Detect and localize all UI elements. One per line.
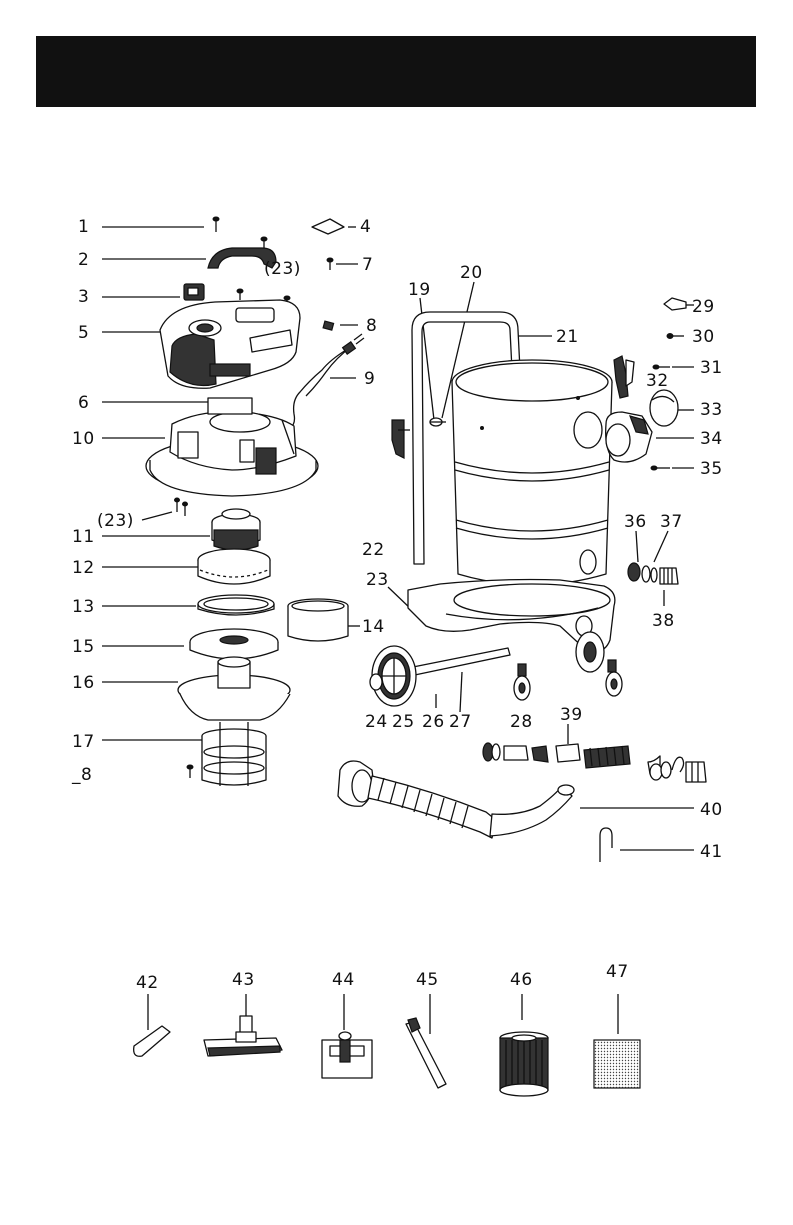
callout-21: 21 [556,327,579,347]
foam-sleeve-icon [288,599,348,641]
filter-ring-12-icon [198,549,270,584]
screws-23-icon [175,498,188,516]
callout-11: 11 [72,527,95,547]
axle-icon [408,648,510,676]
gasket-13-icon [198,595,274,615]
screw-7-icon [327,258,333,270]
callout-37: 37 [660,512,683,532]
callout-31: 31 [700,358,723,378]
callout-40: 40 [700,800,723,820]
inlet-port-34-icon [606,412,652,462]
callout-42: 42 [136,973,159,993]
power-cord-icon [290,334,364,428]
callout-46: 46 [510,970,533,990]
callout-18: _8 [71,765,92,785]
callout-1: 1 [78,217,89,237]
callout-19: 19 [408,280,431,300]
accessory-bracket-icon [322,1032,372,1078]
callout-14: 14 [362,617,385,637]
callout-43: 43 [232,970,255,990]
extension-wand-icon [406,1018,446,1088]
callout-10: 10 [72,429,95,449]
floor-nozzle-icon [204,1016,282,1056]
callout-33: 33 [700,400,723,420]
callout-35: 35 [700,459,723,479]
callout-9: 9 [364,369,375,389]
callout-5: 5 [78,323,89,343]
callout-24: 24 [365,712,388,732]
cover-33-icon [650,390,678,426]
latch-32-icon [614,356,634,398]
callout-27: 27 [449,712,472,732]
hose-fittings-icon [483,743,706,782]
callout-8: 8 [366,316,377,336]
power-switch-icon [184,284,204,300]
callout-4: 4 [360,217,371,237]
crevice-tool-icon [134,1026,170,1056]
callout-34: 34 [700,429,723,449]
callout-30: 30 [692,327,715,347]
callout-22: 22 [362,540,385,560]
flexible-hose-icon [338,761,574,838]
callout-28: 28 [510,712,533,732]
callout-12: 12 [72,558,95,578]
callout-7: 7 [362,255,373,275]
callout-44: 44 [332,970,355,990]
callout-13: 13 [72,597,95,617]
callout-6: 6 [78,393,89,413]
callout-15: 15 [72,637,95,657]
leader-27 [460,672,462,712]
motor-cover-icon [160,300,300,388]
callout-23c: 23 [366,570,389,590]
callout-38: 38 [652,611,675,631]
callout-16: 16 [72,673,95,693]
hook-41-icon [600,828,612,862]
callout-20: 20 [460,263,483,283]
screw-30-icon [667,334,684,339]
label-plate-4-icon [312,219,344,234]
callout-3: 3 [78,287,89,307]
screw-31-icon [653,365,694,369]
callout-23b: (23) [264,259,301,279]
callout-41: 41 [700,842,723,862]
filter-base-15-icon [190,629,278,659]
callout-2: 2 [78,250,89,270]
cartridge-filter-icon [500,1032,548,1096]
callout-17: 17 [72,732,95,752]
filter-cage-icon [178,657,290,786]
caster-rear-icon [606,660,622,696]
callout-32: 32 [646,371,669,391]
drain-cap-icon [628,563,678,584]
callout-36: 36 [624,512,647,532]
collection-tank-icon [452,360,612,585]
screw-1-icon [213,217,267,249]
foam-filter-pad-icon [594,1040,640,1088]
callout-26: 26 [422,712,445,732]
float-cage-icon [212,509,260,550]
callout-45: 45 [416,970,439,990]
leader-23a [142,512,172,520]
nut-8-icon [323,321,334,330]
rear-wheel-right-icon [576,632,604,672]
callout-39: 39 [560,705,583,725]
clip-29-icon [664,298,694,310]
motor-head-lid-icon [146,398,318,496]
callout-47: 47 [606,962,629,982]
wheel-cap-icon [370,674,382,690]
screw-35-icon [651,466,694,470]
callout-23a: (23) [97,511,134,531]
screw-18-icon [187,765,193,778]
screw-3-icon [237,289,243,300]
caster-28-icon [514,664,530,700]
callout-29: 29 [692,297,715,317]
callout-25: 25 [392,712,415,732]
